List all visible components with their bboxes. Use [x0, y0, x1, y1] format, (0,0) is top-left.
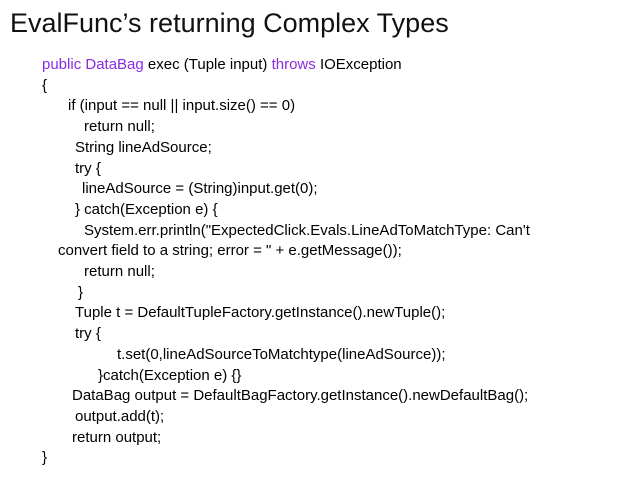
code-line: t.set(0,lineAdSourceToMatchtype(lineAdSo…	[42, 345, 632, 366]
code-text: try {	[75, 159, 101, 177]
code-line: {	[42, 76, 632, 97]
slide-title: EvalFunc’s returning Complex Types	[10, 8, 449, 38]
code-text: try {	[75, 325, 101, 343]
code-line: return null;	[42, 262, 632, 283]
code-text: convert field to a string; error = " + e…	[58, 242, 402, 260]
code-line: lineAdSource = (String)input.get(0);	[42, 179, 632, 200]
code-text: String lineAdSource;	[75, 138, 212, 156]
code-text: return null;	[84, 263, 155, 281]
code-text: if (input == null || input.size() == 0)	[68, 97, 296, 115]
code-text: System.err.println("ExpectedClick.Evals.…	[84, 221, 530, 239]
code-line: } catch(Exception e) {	[42, 200, 632, 221]
code-text: DataBag output = DefaultBagFactory.getIn…	[72, 387, 529, 405]
code-text: t.set(0,lineAdSourceToMatchtype(lineAdSo…	[117, 345, 446, 363]
code-text: }catch(Exception e) {}	[98, 366, 242, 384]
code-line: }catch(Exception e) {}	[42, 366, 632, 387]
code-line: try {	[42, 324, 632, 345]
code-line: output.add(t);	[42, 407, 632, 428]
code-line: DataBag output = DefaultBagFactory.getIn…	[42, 386, 632, 407]
code-keyword: throws	[271, 56, 320, 73]
code-text: IOException	[319, 56, 402, 73]
code-line: }	[42, 283, 632, 304]
code-line: String lineAdSource;	[42, 138, 632, 159]
code-text: output.add(t);	[75, 407, 165, 425]
code-line: }	[42, 448, 632, 469]
code-text: return null;	[84, 118, 155, 136]
code-line: return output;	[42, 428, 632, 449]
code-text: return output;	[72, 428, 162, 446]
code-text: {	[42, 76, 48, 94]
code-line: System.err.println("ExpectedClick.Evals.…	[42, 221, 632, 242]
code-text: } catch(Exception e) {	[75, 200, 218, 218]
code-text: }	[42, 449, 48, 467]
code-line: return null;	[42, 117, 632, 138]
code-keyword: public DataBag	[42, 56, 148, 73]
code-text: }	[78, 283, 84, 301]
code-block: public DataBag exec (Tuple input) throws…	[42, 55, 632, 469]
code-line: if (input == null || input.size() == 0)	[42, 96, 632, 117]
code-line: Tuple t = DefaultTupleFactory.getInstanc…	[42, 303, 632, 324]
code-text: lineAdSource = (String)input.get(0);	[82, 180, 318, 198]
code-text: Tuple t = DefaultTupleFactory.getInstanc…	[75, 304, 446, 322]
code-line: convert field to a string; error = " + e…	[42, 241, 632, 262]
code-text: exec (Tuple input)	[147, 56, 272, 73]
code-line: public DataBag exec (Tuple input) throws…	[42, 55, 632, 76]
code-line: try {	[42, 159, 632, 180]
